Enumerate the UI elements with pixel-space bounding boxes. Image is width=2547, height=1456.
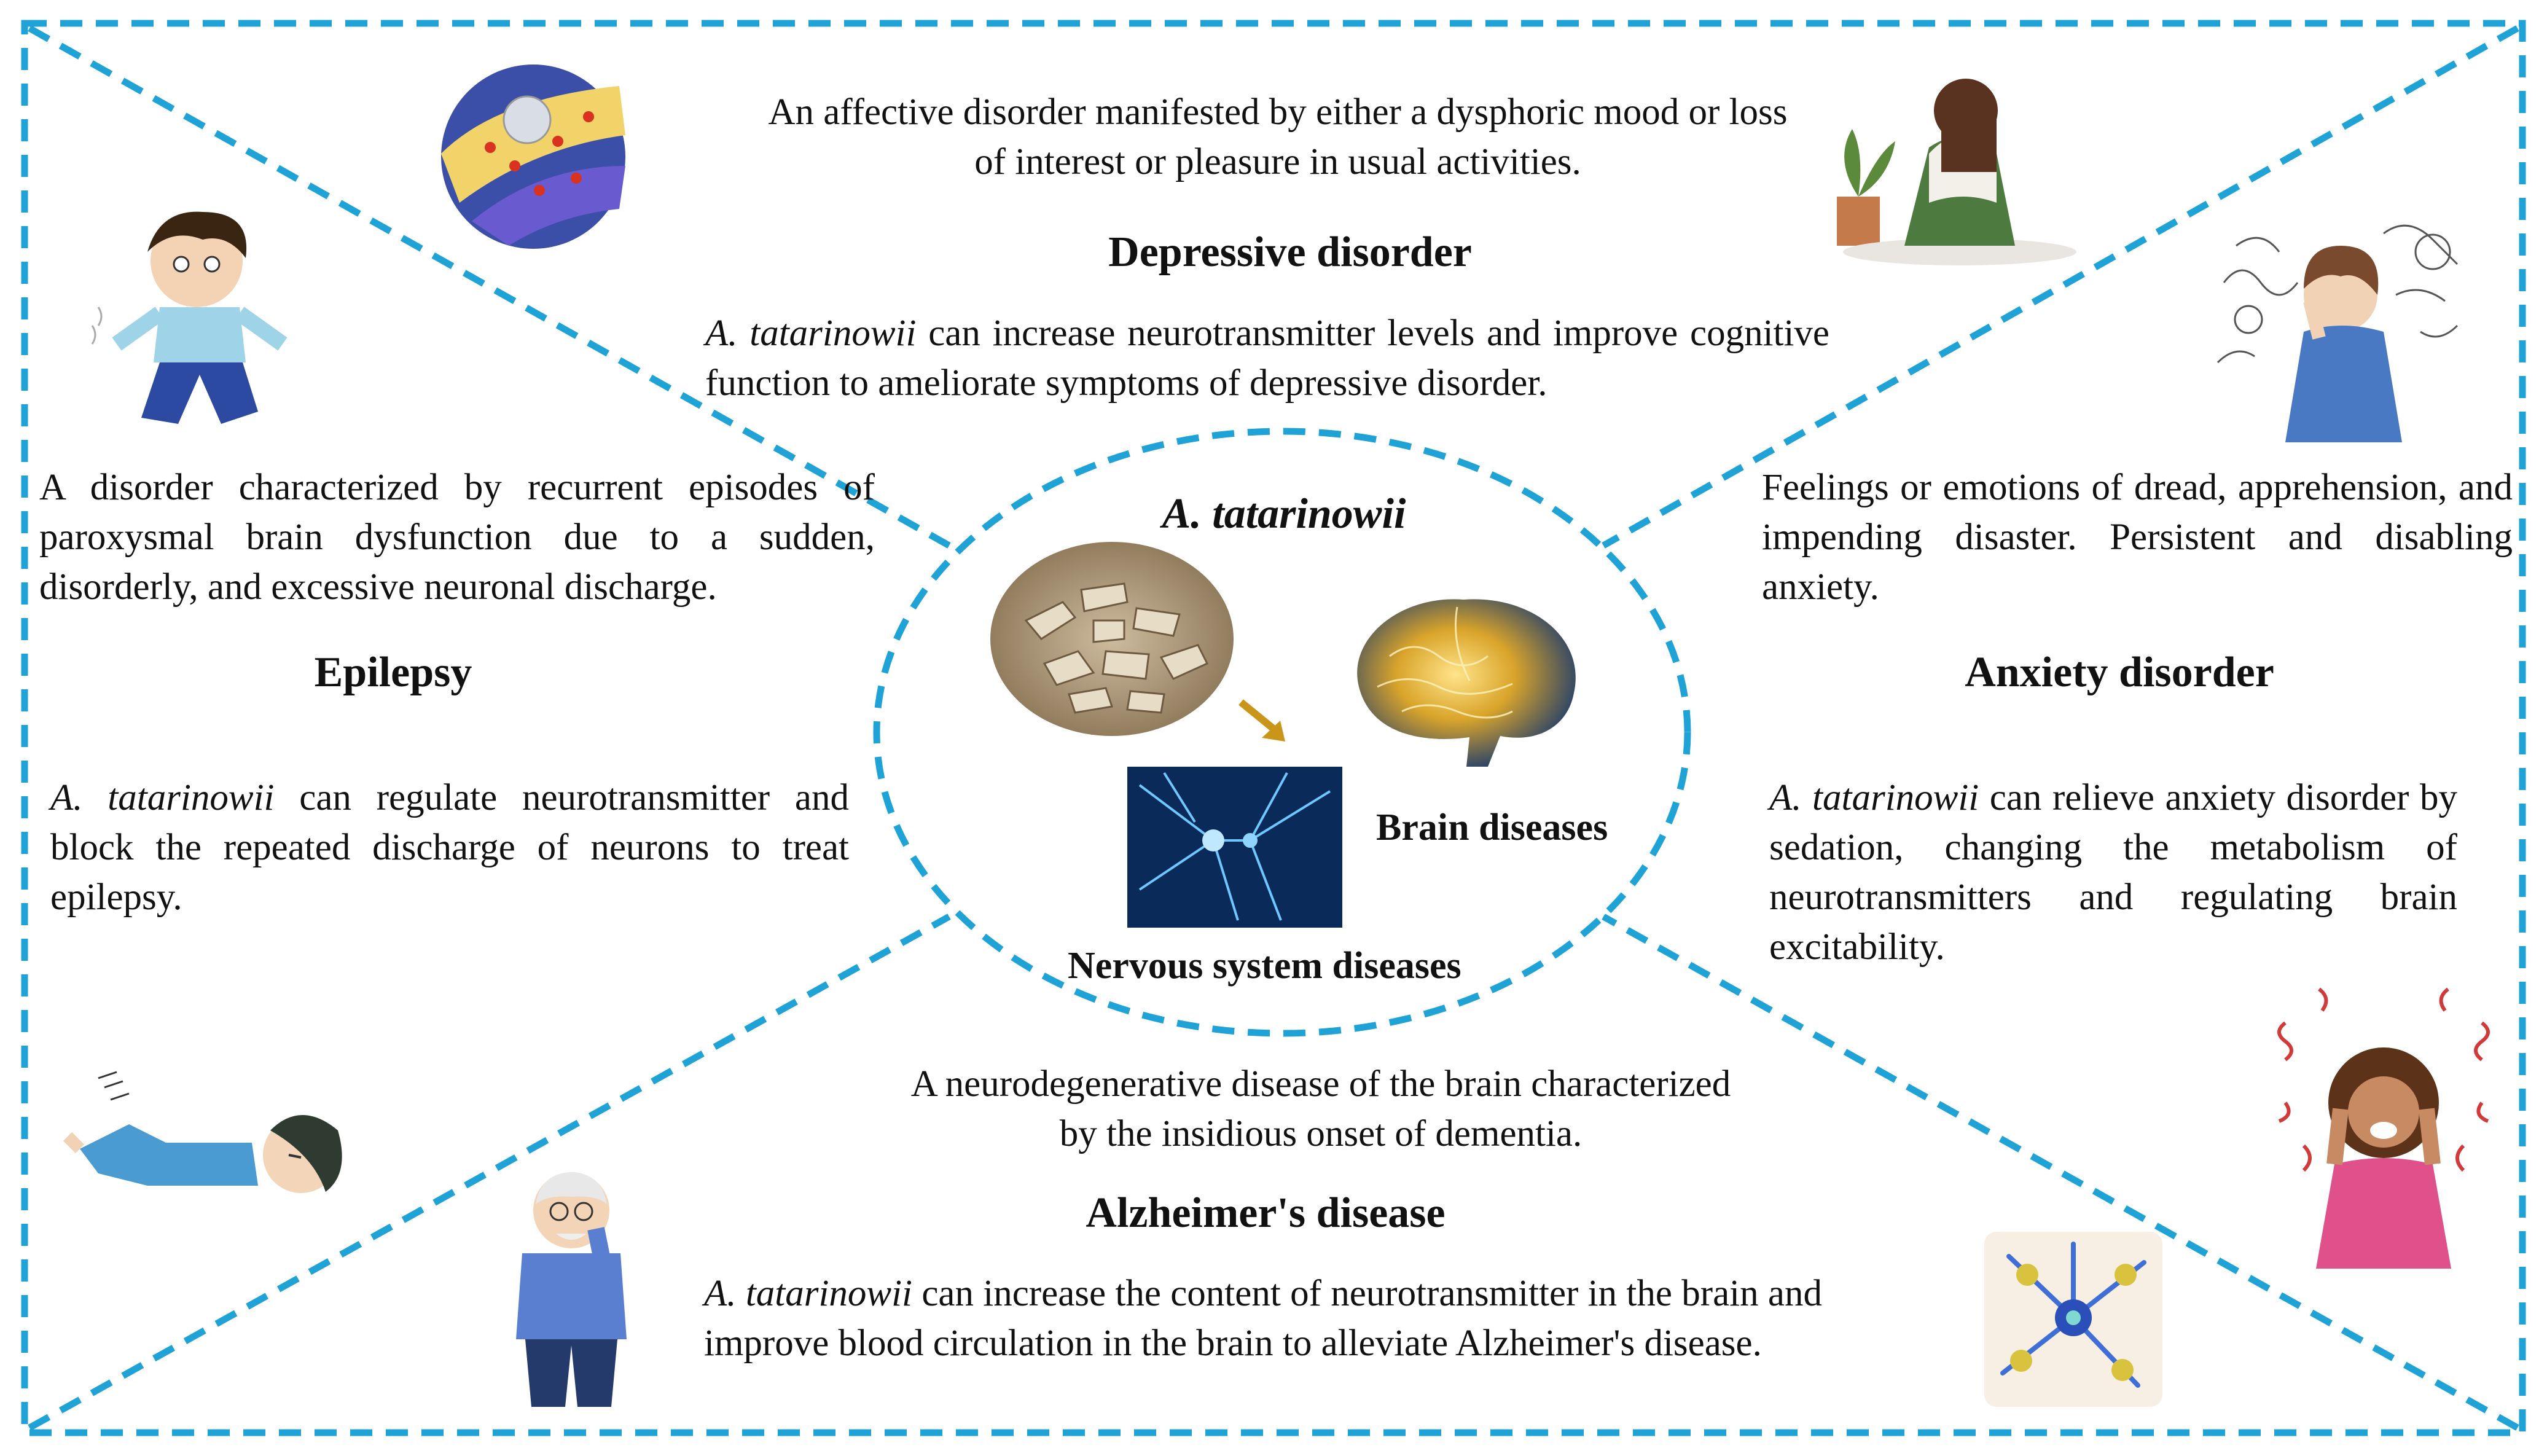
depressive-definition: An affective disorder manifested by eith…	[768, 92, 1788, 182]
anxiety-definition: Feelings or emotions of dread, apprehens…	[1762, 467, 2513, 608]
epilepsy-title: Epilepsy	[314, 649, 472, 696]
effect-text: can relieve anxiety disorder by sedation…	[1769, 777, 2457, 968]
nervous-system-label: Nervous system diseases	[1068, 945, 1461, 987]
effect-text: can regulate neurotransmitter and block …	[50, 777, 849, 918]
diagonal-top-right	[1602, 25, 2519, 549]
species-name: A. tatarinowii	[50, 777, 275, 818]
seizure-boy-illustration	[80, 203, 326, 448]
neuron-cell-image	[1984, 1232, 2162, 1407]
diagonal-bottom-left	[28, 914, 951, 1431]
depressive-title: Depressive disorder	[1108, 229, 1472, 276]
effect-text: can increase the content of neurotransmi…	[704, 1273, 1822, 1364]
epilepsy-definition: A disorder characterized by recurrent ep…	[39, 467, 875, 608]
alzheimers-effect: A. tatarinowii can increase the content …	[704, 1269, 1822, 1368]
arrow-icon	[1236, 697, 1291, 746]
herb-slices-image	[989, 541, 1235, 737]
glowing-brain-image	[1334, 582, 1592, 779]
alzheimers-title: Alzheimer's disease	[1086, 1189, 1446, 1237]
lying-boy-illustration	[55, 1069, 375, 1210]
stressed-woman-illustration	[2212, 209, 2470, 442]
synapse-illustration	[435, 61, 632, 252]
species-name: A. tatarinowii	[1769, 777, 1979, 818]
outer-dashed-border	[21, 20, 2526, 1436]
neurons-image	[1127, 767, 1342, 928]
epilepsy-effect: A. tatarinowii can regulate neurotransmi…	[50, 773, 849, 922]
screaming-woman-illustration	[2267, 986, 2500, 1269]
anxiety-effect: A. tatarinowii can relieve anxiety disor…	[1769, 773, 2457, 972]
species-name: A. tatarinowii	[705, 313, 917, 354]
species-name: A. tatarinowii	[704, 1273, 912, 1314]
anxiety-title: Anxiety disorder	[1965, 649, 2274, 696]
alzheimers-definition: A neurodegenerative disease of the brain…	[910, 1063, 1731, 1154]
center-title: A. tatarinowii	[1162, 490, 1406, 538]
effect-text: can increase neurotransmitter levels and…	[705, 313, 1829, 404]
sad-woman-illustration	[1812, 49, 2083, 270]
depressive-effect: A. tatarinowii can increase neurotransmi…	[705, 308, 1829, 408]
diagonal-bottom-right	[1602, 914, 2519, 1431]
brain-diseases-label: Brain diseases	[1376, 807, 1608, 848]
confused-elder-illustration	[479, 1161, 663, 1419]
